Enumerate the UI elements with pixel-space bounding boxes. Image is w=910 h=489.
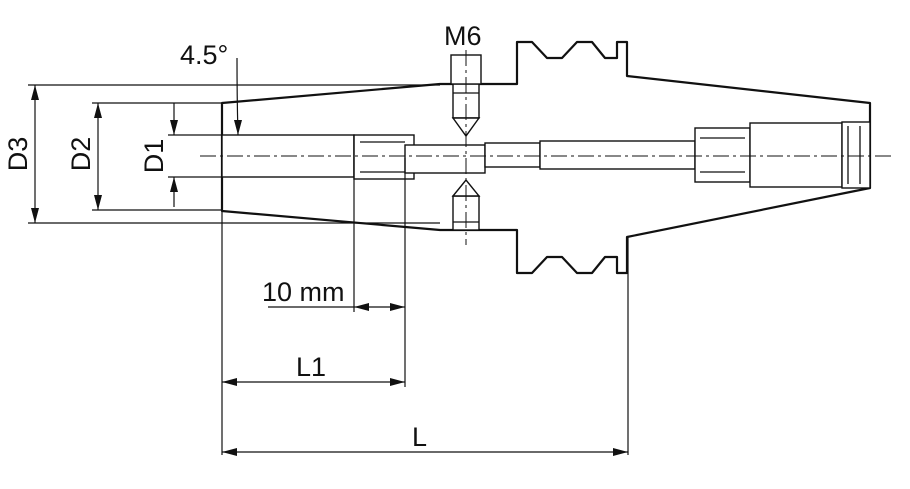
dim-l1 bbox=[221, 211, 406, 455]
pull-stud-bore bbox=[694, 127, 751, 183]
dim-d2 bbox=[92, 102, 222, 211]
end-recess bbox=[841, 121, 871, 189]
collet-inner bbox=[404, 144, 486, 174]
dim-l bbox=[222, 237, 629, 456]
dim-10mm bbox=[268, 135, 406, 312]
coolant-channel bbox=[539, 140, 696, 170]
pull-stud-thread bbox=[749, 122, 843, 188]
stop-screw-bore bbox=[484, 142, 541, 168]
set-screw-top bbox=[450, 54, 482, 138]
label-angle: 4.5° bbox=[180, 40, 228, 70]
dim-d3 bbox=[28, 84, 440, 224]
label-thread: M6 bbox=[444, 21, 482, 51]
label-d1: D1 bbox=[139, 139, 169, 174]
dim-angle bbox=[234, 57, 242, 136]
label-d2: D2 bbox=[66, 137, 96, 172]
label-depth: 10 mm bbox=[262, 277, 345, 307]
internal-bores bbox=[221, 121, 871, 189]
dim-d1 bbox=[168, 103, 222, 207]
label-d3: D3 bbox=[3, 137, 33, 172]
label-l1: L1 bbox=[296, 352, 326, 382]
label-l: L bbox=[412, 422, 427, 452]
